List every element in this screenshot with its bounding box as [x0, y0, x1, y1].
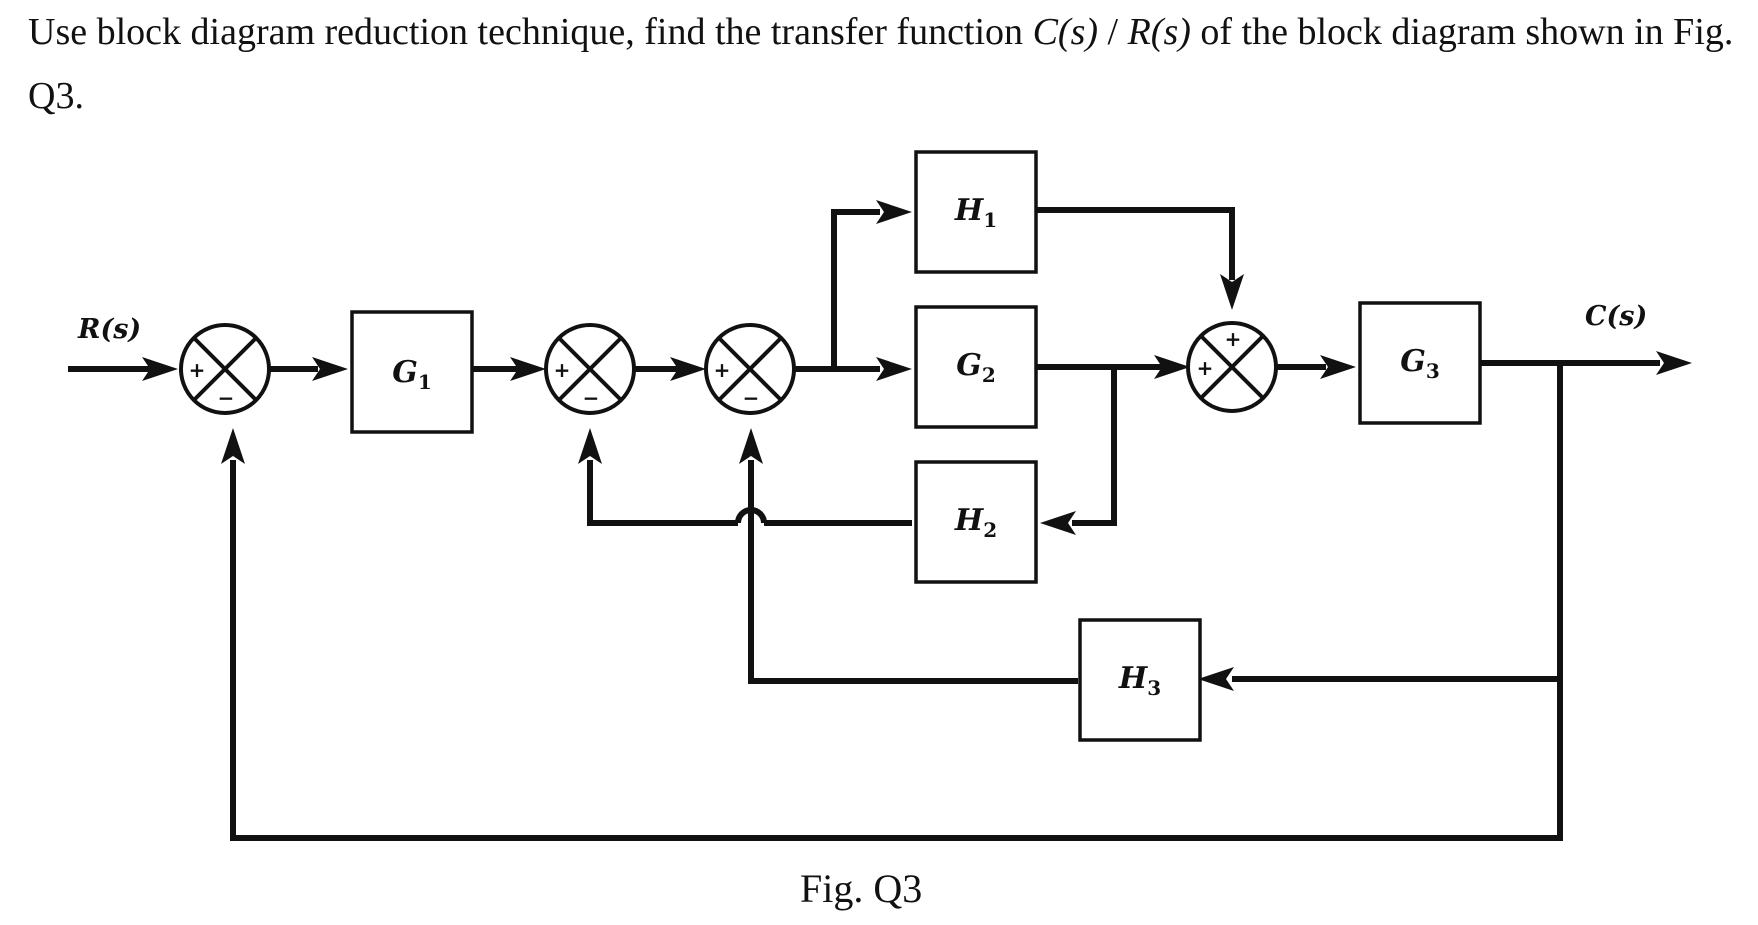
arrowhead-s4-top [1220, 274, 1244, 310]
block-h2: H2 [914, 460, 1038, 584]
block-g3-label: G [1400, 344, 1426, 379]
summing-junction-4: + + [1186, 321, 1278, 413]
block-g2-sub: 2 [982, 363, 996, 387]
summing-junction-3: + − [704, 323, 796, 415]
svg-text:G1: G1 [392, 355, 432, 394]
summing-junction-2: + − [544, 323, 636, 415]
sj2-plus-sign: + [554, 358, 571, 382]
wire-h1-s4 [1030, 207, 1235, 280]
block-h3-sub: 3 [1147, 676, 1161, 700]
svg-text:G2: G2 [956, 348, 996, 387]
arrowhead-g2 [876, 357, 912, 381]
block-h2-sub: 2 [983, 518, 997, 542]
arrowhead-g3 [1320, 355, 1356, 379]
arrowhead-s3 [670, 357, 706, 381]
output-label: C(s) [1585, 301, 1647, 332]
question-prefix: Use block diagram reduction technique, f… [28, 11, 1033, 53]
block-g1-sub: 1 [418, 370, 432, 394]
block-g2-label: G [956, 348, 982, 383]
arrowhead-s2 [510, 357, 546, 381]
svg-text:H2: H2 [954, 503, 997, 542]
figure-caption: Fig. Q3 [800, 866, 922, 911]
block-g2: G2 [914, 305, 1038, 429]
arrowhead-h1 [876, 200, 912, 224]
block-h2-label: H [954, 503, 985, 538]
tf-slash: / [1098, 11, 1128, 53]
wire-unity-feedback [230, 460, 1563, 841]
wire-branch-h2 [1072, 367, 1117, 526]
question-suffix: of the block diagram shown in Fig. Q3. [28, 11, 1734, 117]
arrowhead-h3 [1198, 667, 1234, 691]
sj1-minus-sign: − [218, 386, 235, 410]
sj2-minus-sign: − [583, 386, 600, 410]
block-h1-sub: 1 [983, 208, 997, 232]
sj3-minus-sign: − [743, 386, 760, 410]
sj4-plus-sign-left: + [1197, 356, 1214, 380]
sj1-plus-sign: + [189, 358, 206, 382]
block-h1-label: H [954, 193, 985, 228]
arrowhead-s1-bottom [221, 428, 245, 464]
tf-denominator: R(s) [1127, 11, 1191, 53]
block-g3: G3 [1358, 301, 1482, 425]
block-h3-label: H [1118, 661, 1149, 696]
block-h1: H1 [914, 150, 1038, 274]
block-g1: G1 [350, 310, 474, 434]
wire-branch-h1 [831, 209, 880, 369]
arrowhead-output [1656, 351, 1692, 375]
question-text: Use block diagram reduction technique, f… [28, 0, 1738, 128]
tf-numerator: C(s) [1032, 11, 1099, 53]
arrowhead-s4-left [1154, 355, 1190, 379]
sj4-plus-sign-top: + [1225, 327, 1242, 351]
svg-text:H1: H1 [954, 193, 997, 232]
wire-h3-to-s3 [748, 460, 1078, 684]
sj3-plus-sign: + [714, 358, 731, 382]
svg-text:G3: G3 [1400, 344, 1440, 383]
block-g1-label: G [392, 355, 418, 390]
arrowhead-input [142, 357, 178, 381]
arrowhead-g1 [312, 357, 348, 381]
svg-text:H3: H3 [1118, 661, 1161, 700]
block-g3-sub: 3 [1426, 359, 1440, 383]
wire-h2-to-s2 [587, 460, 738, 526]
summing-junction-1: + − [179, 323, 271, 415]
arrowhead-h2 [1040, 511, 1076, 535]
arrowhead-s3-bottom [739, 428, 763, 464]
input-label: R(s) [77, 314, 141, 345]
arrowhead-s2-bottom [578, 428, 602, 464]
block-h3: H3 [1078, 618, 1202, 742]
